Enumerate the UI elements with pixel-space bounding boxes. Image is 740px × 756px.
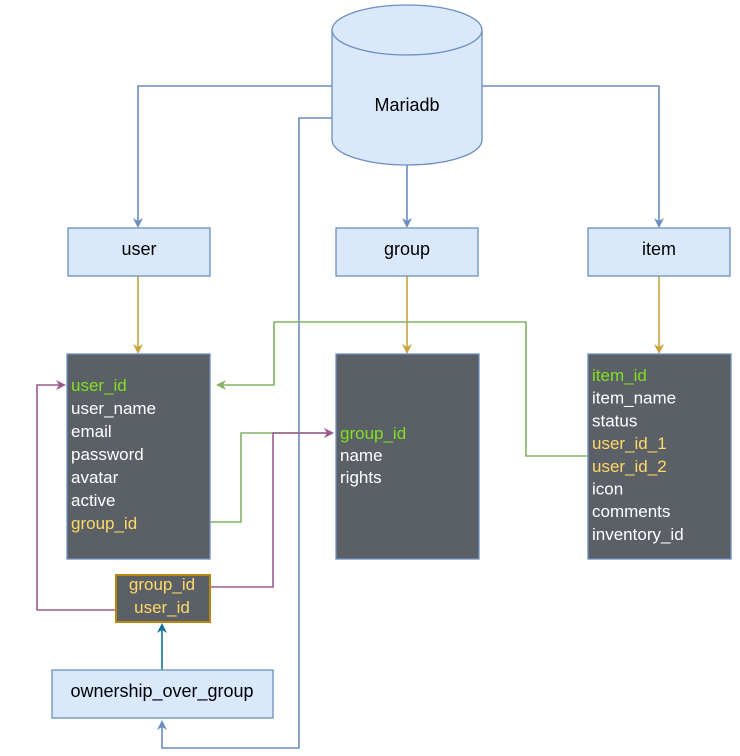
node-user-label: user xyxy=(121,239,156,259)
node-group: group xyxy=(335,227,479,277)
junction-ownership-fields: group_id user_id xyxy=(129,575,195,617)
database-cylinder: Mariadb xyxy=(331,4,483,166)
link-item-userid-to-user xyxy=(216,321,588,457)
link-db-user xyxy=(133,85,332,228)
field-active: active xyxy=(71,491,115,510)
database-label: Mariadb xyxy=(374,95,439,115)
node-ownership-over-group: ownership_over_group xyxy=(51,669,274,719)
field-icon: icon xyxy=(592,480,623,499)
field-avatar: avatar xyxy=(71,468,119,487)
field-item-id: item_id xyxy=(592,366,647,385)
field-group-id: group_id xyxy=(340,424,406,443)
node-user: user xyxy=(67,227,211,277)
field-user-name: user_name xyxy=(71,399,156,418)
field-user-id: user_id xyxy=(134,598,190,617)
field-password: password xyxy=(71,445,144,464)
field-user-id-1: user_id_1 xyxy=(592,434,667,453)
junction-ownership: group_id user_id xyxy=(115,574,211,623)
link-db-item xyxy=(482,85,664,228)
node-item-label: item xyxy=(642,239,676,259)
node-item: item xyxy=(587,227,731,277)
field-comments: comments xyxy=(592,502,670,521)
field-rights: rights xyxy=(340,468,382,487)
link-junction-groupid-to-group xyxy=(210,428,334,588)
link-user-groupid-to-group xyxy=(208,428,334,523)
field-user-id-2: user_id_2 xyxy=(592,457,667,476)
field-group-id: group_id xyxy=(71,514,137,533)
field-group-id: group_id xyxy=(129,575,195,594)
node-group-label: group xyxy=(384,239,430,259)
link-junction-userid-to-user xyxy=(36,380,116,611)
field-email: email xyxy=(71,422,112,441)
field-inventory-id: inventory_id xyxy=(592,525,684,544)
field-status: status xyxy=(592,411,637,430)
link-db-ownership xyxy=(157,117,332,749)
field-user-id: user_id xyxy=(71,376,127,395)
field-item-name: item_name xyxy=(592,389,676,408)
field-name: name xyxy=(340,446,383,465)
node-ownership-label: ownership_over_group xyxy=(70,681,253,702)
